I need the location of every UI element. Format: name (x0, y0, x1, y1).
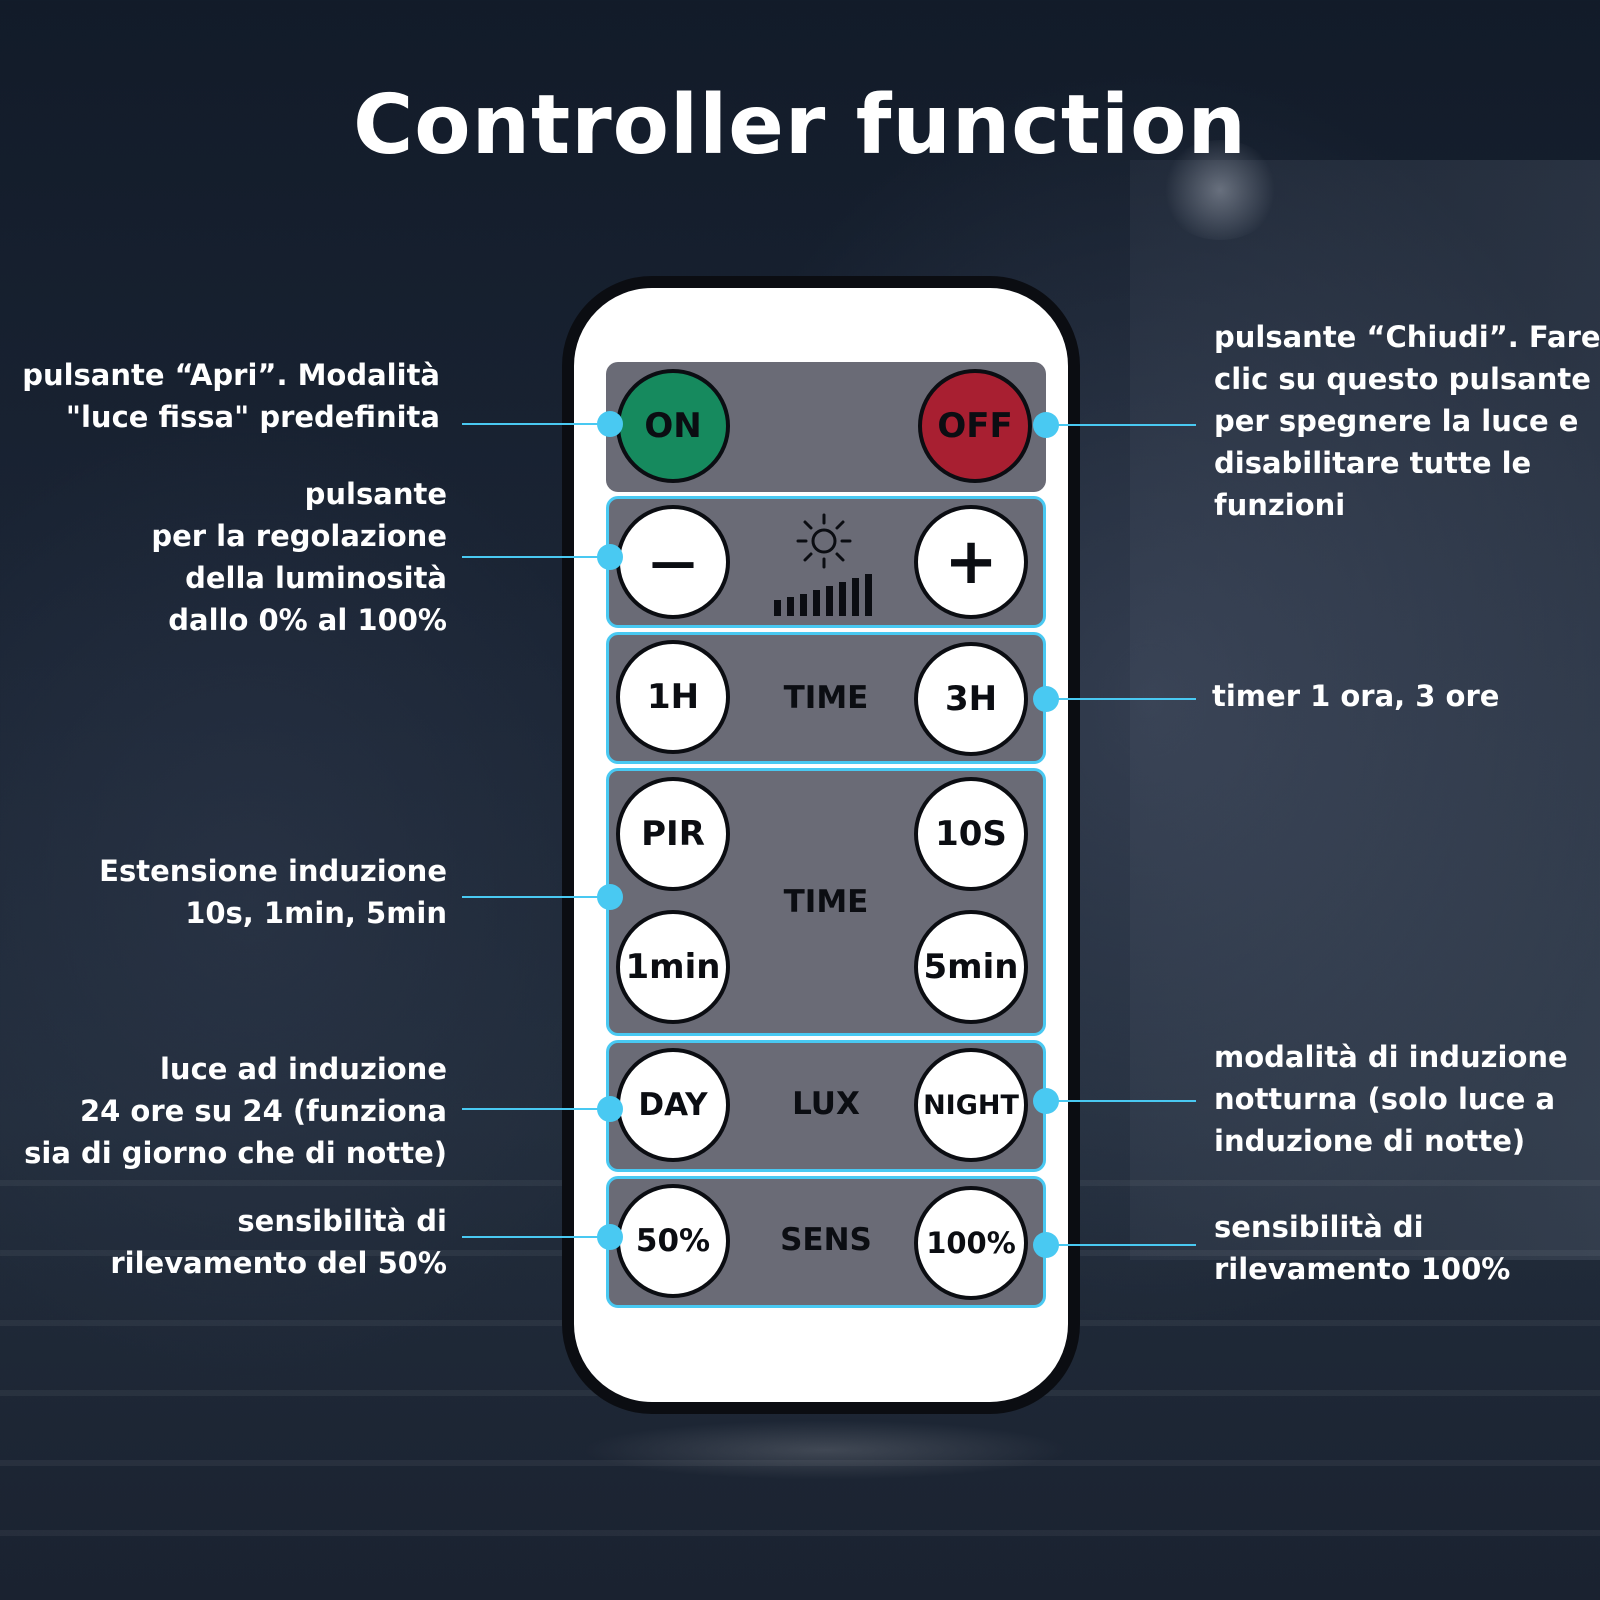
pir-button[interactable]: PIR (616, 777, 730, 891)
brightness-sun-icon (796, 513, 852, 569)
timer-label: TIME (783, 680, 869, 716)
annotation-off: pulsante “Chiudi”. Fare clic su questo p… (1214, 320, 1600, 522)
connector-dot-brightness (597, 544, 623, 570)
annotation-sens50: sensibilità di rilevamento del 50% (110, 1204, 447, 1280)
induction-time-label: TIME (783, 884, 869, 920)
brightness-minus-button[interactable]: — (616, 505, 730, 619)
brightness-level-icon (774, 574, 872, 616)
night-button[interactable]: NIGHT (914, 1048, 1028, 1162)
annotation-day: luce ad induzione 24 ore su 24 (funziona… (24, 1052, 447, 1170)
sens-50-button[interactable]: 50% (616, 1184, 730, 1298)
annotation-sens100: sensibilità di rilevamento 100% (1214, 1210, 1511, 1286)
annotation-on: pulsante “Apri”. Modalità "luce fissa" p… (22, 358, 440, 434)
annotation-brightness: pulsante per la regolazione della lumino… (151, 477, 447, 637)
timer-1h-button[interactable]: 1H (616, 640, 730, 754)
sens-label: SENS (780, 1222, 872, 1258)
connector-sens50 (462, 1236, 610, 1238)
connector-dot-timer (1033, 686, 1059, 712)
connector-dot-sens50 (597, 1224, 623, 1250)
lux-label: LUX (792, 1086, 860, 1122)
brightness-plus-button[interactable]: + (914, 505, 1028, 619)
connector-dot-day (597, 1096, 623, 1122)
connector-dot-on (597, 411, 623, 437)
page-title: Controller function (353, 78, 1247, 173)
connector-induction (462, 896, 610, 898)
connector-dot-night (1033, 1088, 1059, 1114)
connector-day (462, 1108, 610, 1110)
remote-reflection (580, 1420, 1070, 1480)
connector-off (1046, 424, 1196, 426)
induction-5min-button[interactable]: 5min (914, 910, 1028, 1024)
day-button[interactable]: DAY (616, 1048, 730, 1162)
connector-sens100 (1046, 1244, 1196, 1246)
induction-1min-button[interactable]: 1min (616, 910, 730, 1024)
annotation-timer: timer 1 ora, 3 ore (1212, 679, 1500, 713)
timer-3h-button[interactable]: 3H (914, 642, 1028, 756)
induction-10s-button[interactable]: 10S (914, 777, 1028, 891)
on-button[interactable]: ON (616, 369, 730, 483)
connector-brightness (462, 556, 610, 558)
connector-dot-sens100 (1033, 1232, 1059, 1258)
annotation-induction: Estensione induzione 10s, 1min, 5min (99, 854, 447, 930)
sens-100-button[interactable]: 100% (914, 1186, 1028, 1300)
connector-dot-induction (597, 884, 623, 910)
connector-timer (1046, 698, 1196, 700)
annotation-night: modalità di induzione notturna (solo luc… (1214, 1040, 1568, 1158)
off-button[interactable]: OFF (918, 369, 1032, 483)
connector-on (462, 423, 610, 425)
connector-night (1046, 1100, 1196, 1102)
connector-dot-off (1033, 412, 1059, 438)
